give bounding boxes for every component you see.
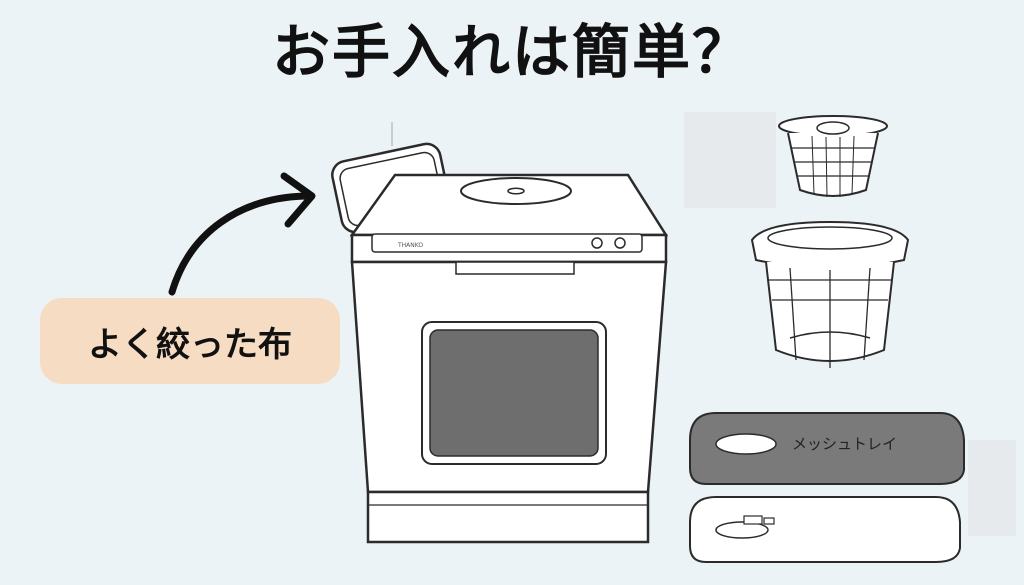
page-title: お手入れは簡単？	[271, 18, 752, 86]
brand-mark: THANKO	[397, 242, 423, 249]
small-filter-basket	[778, 115, 888, 198]
placeholder-box	[684, 112, 776, 208]
large-filter-basket	[750, 220, 910, 368]
bottom-tray	[689, 496, 961, 563]
arrow-icon	[168, 172, 316, 296]
mesh-tray	[689, 412, 965, 485]
cloth-callout-label: よく絞った布	[40, 298, 340, 384]
placeholder-box	[968, 440, 1016, 536]
mesh-tray-label: メッシュトレイ	[792, 435, 898, 453]
dishwasher	[349, 173, 669, 544]
